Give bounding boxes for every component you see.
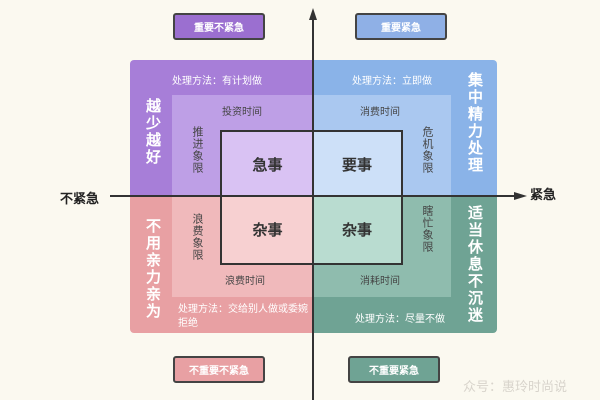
- method-tl: 处理方法：有计划做: [172, 76, 262, 87]
- method-br: 处理方法：尽量不做: [355, 314, 445, 325]
- time-tl: 投资时间: [222, 107, 262, 118]
- arrow-right-icon: [514, 192, 527, 200]
- core-tr: 要事: [313, 130, 403, 196]
- core-br: 杂事: [313, 196, 403, 265]
- method-bl: 处理方法：交给别人做或委婉拒绝: [178, 304, 308, 329]
- label-important-not-urgent: 重要不紧急: [173, 13, 265, 40]
- core-tl: 急事: [220, 130, 313, 196]
- axis-label-left: 不紧急: [60, 192, 100, 207]
- side-br: 适当休息不沉迷: [466, 205, 484, 324]
- side-tl: 越少越好: [144, 98, 162, 166]
- label-not-important-not-urgent: 不重要不紧急: [173, 356, 265, 383]
- watermark: 众号：惠玲时尚说: [463, 380, 568, 395]
- arrow-up-icon: [309, 8, 317, 20]
- zone-br: 瞎忙象限: [421, 205, 434, 253]
- side-tr: 集中精力处理: [466, 72, 484, 174]
- zone-bl: 浪费象限: [191, 213, 204, 261]
- time-tr: 消费时间: [360, 107, 400, 118]
- zone-tl: 推进象限: [191, 126, 204, 174]
- axis-label-right: 紧急: [530, 188, 557, 203]
- time-br: 消耗时间: [360, 276, 400, 287]
- label-important-urgent: 重要紧急: [355, 13, 447, 40]
- method-tr: 处理方法：立即做: [352, 76, 432, 87]
- core-bl: 杂事: [220, 196, 313, 265]
- time-bl: 浪费时间: [225, 276, 265, 287]
- label-not-important-urgent: 不重要紧急: [348, 356, 440, 383]
- zone-tr: 危机象限: [421, 126, 434, 174]
- side-bl: 不用亲力亲为: [144, 218, 162, 320]
